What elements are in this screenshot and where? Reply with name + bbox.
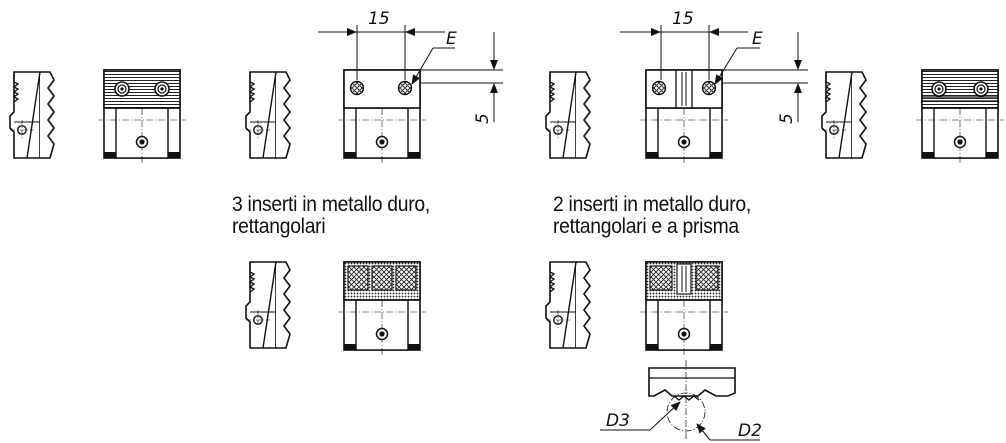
dimension-pitch-b-label: 15 (672, 9, 694, 29)
caption-two-rect-prism-inserts: 2 inserti in metallo duro, rettangolari … (553, 194, 751, 238)
dimension-offset-b (722, 32, 808, 122)
variant-pins-prism-side-view (545, 71, 591, 159)
variant-grooved-side-view (9, 71, 55, 159)
offset-a-label: 5 (473, 113, 493, 124)
dimension-pitch-b (620, 25, 748, 80)
variant-pins-prism-front-view (639, 69, 729, 165)
dimension-pitch-a (318, 25, 445, 80)
caption-line-2: rettangolari (232, 215, 326, 238)
caption-three-rect-inserts: 3 inserti in metallo duro, rettangolari (232, 194, 430, 238)
caption-line-1: 3 inserti in metallo duro, (232, 193, 430, 216)
variant-three-inserts-front-view (337, 261, 427, 357)
variant-three-inserts-side-view (245, 261, 291, 349)
insert-b-label: E (752, 29, 763, 49)
variant-grooved-front-view (97, 69, 187, 165)
leader-insert-b (714, 47, 760, 85)
caption-line-2: rettangolari e a prisma (553, 215, 739, 238)
prism-detail-view (600, 360, 760, 441)
insert-a-label: E (446, 29, 457, 49)
variant-two-inserts-prism-side-view (545, 261, 591, 349)
variant-two-inserts-prism-front-view (639, 261, 729, 357)
dimension-pitch-a-label: 15 (368, 9, 390, 29)
prism-d2-label: D2 (738, 421, 762, 441)
offset-b-label: 5 (777, 113, 797, 124)
dimension-offset-a (420, 32, 503, 122)
caption-line-1: 2 inserti in metallo duro, (553, 193, 751, 216)
variant-screw-prism-front-view (915, 69, 1005, 165)
variant-pins-side-view (245, 71, 291, 159)
leader-insert-a (411, 47, 455, 85)
variant-screw-prism-side-view (821, 71, 867, 159)
variant-pins-front-view (337, 69, 427, 165)
prism-d3-label: D3 (606, 411, 630, 431)
